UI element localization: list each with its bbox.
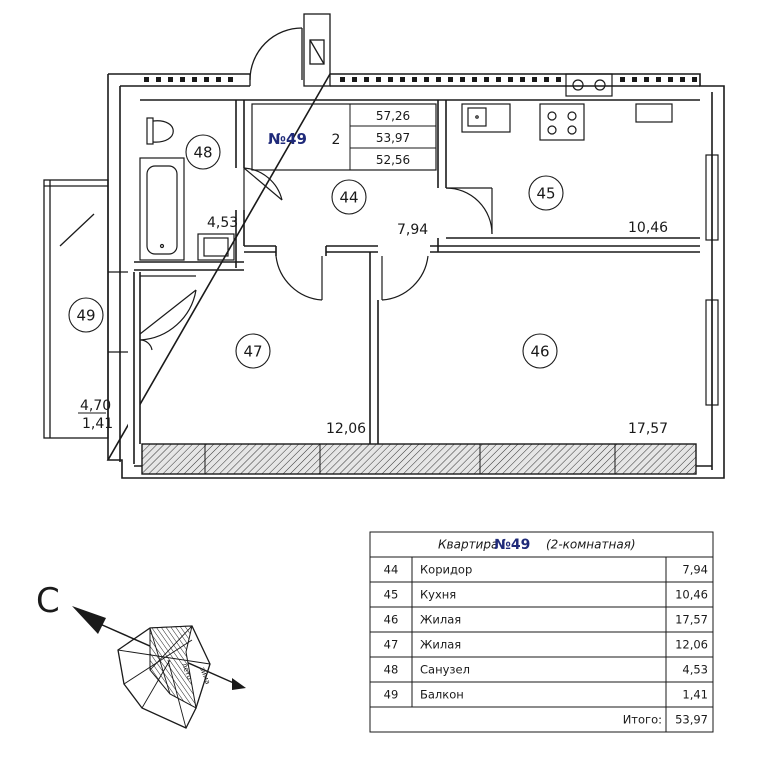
interior-doors bbox=[139, 167, 493, 351]
apartment-area-total: 57,26 bbox=[376, 109, 410, 123]
table-cell-area: 10,46 bbox=[675, 588, 708, 602]
wall-tick bbox=[520, 77, 525, 82]
room-area-44: 7,94 bbox=[397, 222, 428, 238]
apartment-area-living: 52,56 bbox=[376, 153, 410, 167]
room-number-44: 44 bbox=[339, 189, 358, 207]
room-area-45: 10,46 bbox=[628, 220, 668, 236]
wall-tick bbox=[228, 77, 233, 82]
wall-tick bbox=[204, 77, 209, 82]
room-area-48: 4,53 bbox=[207, 215, 238, 231]
wall-tick bbox=[632, 77, 637, 82]
wall-tick bbox=[496, 77, 501, 82]
table-cell-name: Балкон bbox=[420, 688, 464, 702]
table-total-value: 53,97 bbox=[675, 713, 708, 727]
wall-tick bbox=[460, 77, 465, 82]
wall-tick bbox=[692, 77, 697, 82]
room-number-49: 49 bbox=[76, 307, 95, 325]
rooms-count: 2 bbox=[332, 132, 341, 148]
wall-tick bbox=[668, 77, 673, 82]
table-cell-number: 44 bbox=[384, 563, 399, 577]
table-cell-number: 49 bbox=[384, 688, 399, 702]
bottom-insulation-wall bbox=[141, 443, 697, 475]
room-area-47: 12,06 bbox=[326, 421, 366, 437]
wall-tick bbox=[544, 77, 549, 82]
table-cell-name: Жилая bbox=[420, 638, 461, 652]
wall-tick bbox=[144, 77, 149, 82]
room-area-49-top: 4,70 bbox=[80, 398, 111, 414]
apartment-number: №49 bbox=[268, 130, 307, 148]
wall-tick bbox=[216, 77, 221, 82]
wall-tick bbox=[156, 77, 161, 82]
room-number-45: 45 bbox=[536, 185, 555, 203]
wall-tick bbox=[352, 77, 357, 82]
outer-walls bbox=[106, 73, 725, 479]
table-cell-number: 48 bbox=[384, 663, 399, 677]
balcony bbox=[43, 179, 128, 439]
room-number-46: 46 bbox=[530, 343, 549, 361]
interior-walls bbox=[134, 99, 700, 444]
wall-tick bbox=[532, 77, 537, 82]
table-title-suffix: (2-комнатная) bbox=[546, 538, 636, 552]
wall-tick bbox=[620, 77, 625, 82]
wall-tick bbox=[680, 77, 685, 82]
wall-tick bbox=[656, 77, 661, 82]
wall-tick bbox=[472, 77, 477, 82]
right-windows bbox=[705, 154, 719, 406]
wall-tick bbox=[556, 77, 561, 82]
table-cell-name: Санузел bbox=[420, 663, 470, 677]
table-cell-area: 4,53 bbox=[682, 663, 708, 677]
wall-tick bbox=[388, 77, 393, 82]
wall-tick bbox=[364, 77, 369, 82]
table-cell-name: Жилая bbox=[420, 613, 461, 627]
wall-tick bbox=[436, 77, 441, 82]
table-cell-name: Коридор bbox=[420, 563, 472, 577]
table-cell-area: 12,06 bbox=[675, 638, 708, 652]
north-icon: С bbox=[36, 581, 60, 621]
wall-tick bbox=[400, 77, 405, 82]
wall-tick bbox=[192, 77, 197, 82]
table-title-prefix: Квартира bbox=[438, 538, 498, 552]
wall-tick bbox=[424, 77, 429, 82]
table-total-label: Итого: bbox=[623, 713, 662, 727]
room-number-47: 47 bbox=[243, 343, 262, 361]
wall-tick bbox=[484, 77, 489, 82]
table-cell-number: 47 bbox=[384, 638, 399, 652]
table-cell-area: 17,57 bbox=[675, 613, 708, 627]
room-number-48: 48 bbox=[193, 144, 212, 162]
top-window-ticks bbox=[144, 77, 697, 82]
table-cell-number: 45 bbox=[384, 588, 399, 602]
room-area-49-bottom: 1,41 bbox=[82, 416, 113, 432]
apartment-area-reduced: 53,97 bbox=[376, 131, 410, 145]
compass-rose: С зима лето bbox=[36, 581, 246, 729]
room-area-46: 17,57 bbox=[628, 421, 668, 437]
table-cell-number: 46 bbox=[384, 613, 399, 627]
wall-tick bbox=[180, 77, 185, 82]
table-cell-area: 1,41 bbox=[682, 688, 708, 702]
area-table bbox=[369, 531, 714, 733]
wall-tick bbox=[412, 77, 417, 82]
wall-tick bbox=[340, 77, 345, 82]
entrance-door bbox=[249, 13, 331, 87]
wall-tick bbox=[376, 77, 381, 82]
wall-tick bbox=[168, 77, 173, 82]
wall-tick bbox=[448, 77, 453, 82]
wind-label-winter: зима bbox=[198, 666, 212, 686]
room-labels bbox=[68, 134, 564, 369]
wall-tick bbox=[644, 77, 649, 82]
apartment-summary: №49 2 57,26 53,97 52,56 bbox=[251, 103, 437, 171]
bathroom-fixtures bbox=[139, 117, 235, 261]
table-cell-name: Кухня bbox=[420, 588, 456, 602]
kitchen-fixtures bbox=[461, 73, 673, 141]
table-title-number: №49 bbox=[494, 537, 530, 553]
table-cell-area: 7,94 bbox=[682, 563, 708, 577]
wall-tick bbox=[508, 77, 513, 82]
